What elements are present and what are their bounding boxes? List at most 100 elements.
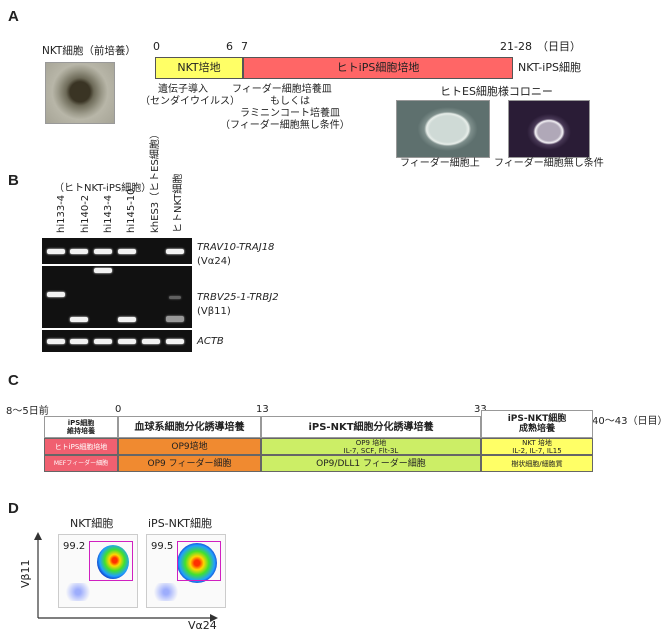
plate-info-line4: （フィーダー細胞無し条件） xyxy=(220,120,350,131)
c-row1-col2-text: OP9培地 xyxy=(171,441,208,452)
c-row1-col4: NKT 培地 IL-2, IL-7, IL15 xyxy=(481,438,593,455)
ips-medium-bar: ヒトiPS細胞培地 xyxy=(243,57,513,79)
band xyxy=(70,249,88,254)
c-row2-col2: OP9 フィーダー細胞 xyxy=(118,455,261,472)
c-row1-col1-text: ヒトiPS細胞培地 xyxy=(54,442,108,451)
panel-a-label: A xyxy=(8,8,19,25)
band xyxy=(94,339,112,344)
plot2-scatter xyxy=(151,583,181,601)
ips-medium-label: ヒトiPS細胞培地 xyxy=(336,61,420,74)
gel-trav xyxy=(42,238,192,264)
tick-0: 0 xyxy=(153,40,160,53)
c-tick-end: 40～43（日目） xyxy=(592,416,667,427)
c-row1-col3: OP9 培地 IL-7, SCF, Flt-3L xyxy=(261,438,481,455)
gel-actb xyxy=(42,330,192,352)
c-row2-col3: OP9/DLL1 フィーダー細胞 xyxy=(261,455,481,472)
plot2-gate xyxy=(177,541,221,581)
colony-no-feeder-photo xyxy=(508,100,590,158)
plot2-percent: 99.5 xyxy=(151,541,174,552)
c-header-ips-maintain-text: iPS細胞 維持培養 xyxy=(67,419,95,435)
band xyxy=(118,317,136,322)
c-tick-13: 13 xyxy=(256,404,269,415)
gene-3-name: ACTB xyxy=(197,336,224,347)
x-axis-label: Vα24 xyxy=(188,619,217,632)
c-tick-start: 8～5日前 xyxy=(6,406,49,417)
panel-b-label: B xyxy=(8,172,19,189)
c-row1-col4-text: NKT 培地 IL-2, IL-7, IL15 xyxy=(512,438,562,455)
plate-info-line2: もしくは xyxy=(270,96,310,107)
colony-title: ヒトES細胞様コロニー xyxy=(440,85,553,98)
panel-d-axes xyxy=(34,532,218,622)
band xyxy=(70,339,88,344)
plate-info-line1: フィーダー細胞培養皿 xyxy=(232,84,332,95)
plot2-density xyxy=(177,543,217,583)
lane-label-1: hi133-4 xyxy=(56,194,67,233)
band xyxy=(118,249,136,254)
lane-label-6: ヒトNKT細胞 xyxy=(173,173,184,233)
lane-label-3: hi143-4 xyxy=(103,194,114,233)
c-header-hemato: 血球系細胞分化誘導培養 xyxy=(118,416,261,438)
gene-1-name: TRAV10-TRAJ18 xyxy=(197,242,275,253)
plot1-percent: 99.2 xyxy=(63,541,86,552)
plot1-scatter xyxy=(63,583,93,601)
c-row2-col2-text: OP9 フィーダー細胞 xyxy=(147,458,232,469)
c-header-ipsnkt-induce: iPS-NKT細胞分化誘導培養 xyxy=(261,416,481,438)
c-header-maturation-text: iPS-NKT細胞 成熟培養 xyxy=(507,414,567,434)
c-row2-col4: 樹状細胞/細胞質 xyxy=(481,455,593,472)
tick-6: 6 xyxy=(226,40,233,53)
band xyxy=(70,317,88,322)
band xyxy=(94,268,112,273)
band xyxy=(94,249,112,254)
plate-info-line3: ラミニンコート培養皿 xyxy=(240,108,340,119)
c-header-maturation: iPS-NKT細胞 成熟培養 xyxy=(481,410,593,438)
band xyxy=(118,339,136,344)
no-feeder-label: フィーダー細胞無し条件 xyxy=(494,158,604,169)
plot1-gate xyxy=(89,541,133,581)
panel-c-label: C xyxy=(8,372,19,389)
plot2-title: iPS-NKT細胞 xyxy=(148,517,212,530)
gene-transfer-line1: 遺伝子導入 xyxy=(158,84,208,95)
gene-1-sub: (Vα24) xyxy=(197,256,231,267)
nkt-medium-label: NKT培地 xyxy=(177,61,221,74)
gene-2-sub: (Vβ11) xyxy=(197,306,231,317)
band xyxy=(166,249,184,254)
c-row1-col2: OP9培地 xyxy=(118,438,261,455)
c-row1-col1: ヒトiPS細胞培地 xyxy=(44,438,118,455)
band xyxy=(142,339,160,344)
c-header-ips-maintain: iPS細胞 維持培養 xyxy=(44,416,118,438)
c-row2-col4-text: 樹状細胞/細胞質 xyxy=(511,459,563,468)
panel-d-label: D xyxy=(8,500,19,517)
gene-transfer-line2: （センダイウイルス） xyxy=(140,96,240,107)
y-axis-label: Vβ11 xyxy=(19,559,32,588)
nkt-preculture-label: NKT細胞（前培養） xyxy=(42,45,136,57)
band xyxy=(47,339,65,344)
nkt-preculture-photo xyxy=(45,62,115,124)
result-label: NKT-iPS細胞 xyxy=(518,61,581,74)
c-header-ipsnkt-induce-text: iPS-NKT細胞分化誘導培養 xyxy=(308,421,434,433)
lane-label-5: khES3（ヒトES細胞） xyxy=(150,129,161,233)
c-row2-col1-text: MEFフィーダー細胞 xyxy=(53,459,109,467)
ips-group-label: （ヒトNKT-iPS細胞） xyxy=(54,183,152,194)
flow-plot-2: 99.5 xyxy=(146,534,226,608)
band xyxy=(166,316,184,322)
c-row1-col3-text: OP9 培地 IL-7, SCF, Flt-3L xyxy=(343,438,399,455)
c-row2-col1: MEFフィーダー細胞 xyxy=(44,455,118,472)
colony-on-feeder-photo xyxy=(396,100,490,158)
plot1-density xyxy=(97,545,129,579)
band xyxy=(47,249,65,254)
band xyxy=(169,296,181,299)
band xyxy=(166,339,184,344)
nkt-medium-bar: NKT培地 xyxy=(155,57,243,79)
c-row2-col3-text: OP9/DLL1 フィーダー細胞 xyxy=(316,458,426,469)
c-header-hemato-text: 血球系細胞分化誘導培養 xyxy=(134,421,245,433)
plot1-title: NKT細胞 xyxy=(70,517,114,530)
c-tick-33: 33 xyxy=(474,404,487,415)
tick-21-28: 21-28 xyxy=(500,40,532,53)
flow-plot-1: 99.2 xyxy=(58,534,138,608)
c-tick-0: 0 xyxy=(115,404,122,415)
on-feeder-label: フィーダー細胞上 xyxy=(400,158,480,169)
gene-2-name: TRBV25-1-TRBJ2 xyxy=(197,292,279,303)
lane-label-4: hi145-10 xyxy=(126,188,137,233)
lane-label-2: hi140-2 xyxy=(80,194,91,233)
x-axis-arrow xyxy=(210,614,218,622)
